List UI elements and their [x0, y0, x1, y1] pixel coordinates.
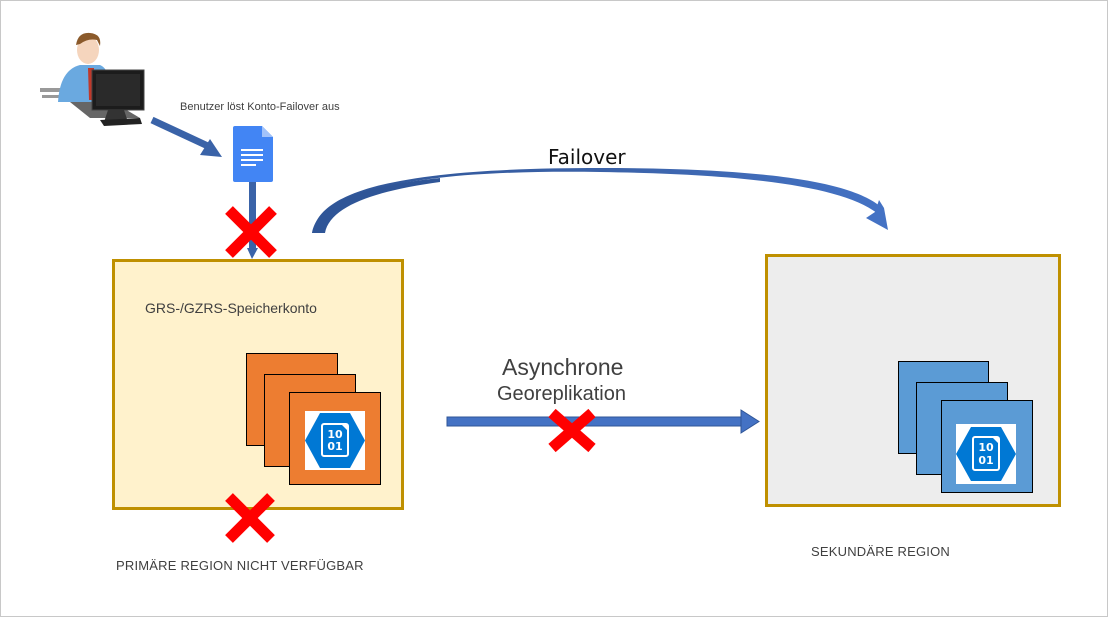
user-computer-icon — [40, 32, 145, 126]
failover-arrow — [312, 168, 888, 233]
primary-region-label: PRIMÄRE REGION NICHT VERFÜGBAR — [116, 558, 364, 573]
replication-label-line2: Georeplikation — [497, 383, 626, 405]
cross-icon — [548, 408, 596, 453]
storage-blob-icon: 10 01 — [956, 424, 1016, 484]
cross-icon — [225, 493, 275, 543]
secondary-region-box: 10 01 — [765, 254, 1061, 507]
document-to-account-arrow — [247, 182, 258, 259]
cross-icon — [225, 206, 277, 258]
storage-icon-line1: 10 — [327, 428, 343, 441]
user-to-document-arrow — [150, 116, 222, 157]
storage-icon-line1: 10 — [978, 441, 994, 454]
storage-card-front: 10 01 — [941, 400, 1033, 493]
failover-label: Failover — [548, 145, 626, 169]
secondary-region-label: SEKUNDÄRE REGION — [811, 544, 951, 559]
user-action-label: Benutzer löst Konto-Failover aus — [180, 101, 340, 113]
replication-label-line1: Asynchrone — [502, 354, 624, 380]
storage-card-front: 10 01 — [289, 392, 381, 485]
primary-region-box: GRS-/GZRS-Speicherkonto 10 01 — [112, 259, 404, 510]
storage-icon-line2: 01 — [327, 440, 342, 453]
document-icon — [233, 126, 273, 182]
storage-blob-icon: 10 01 — [305, 411, 365, 470]
storage-account-label: GRS-/GZRS-Speicherkonto — [145, 300, 317, 316]
replication-arrow — [446, 409, 760, 434]
storage-icon-line2: 01 — [978, 454, 993, 467]
